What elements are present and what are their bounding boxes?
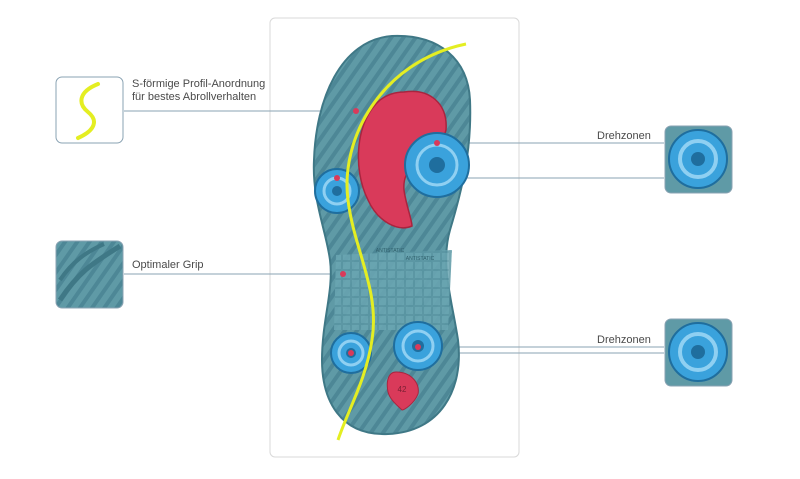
s-curve-line (336, 42, 467, 441)
shoe-sole: 42 ANTISTATIC ANTISTATIC (312, 34, 472, 441)
sole-arch-grid (334, 250, 452, 330)
callout-grip-thumbnail (55, 240, 124, 309)
callout-s-curve-icon (55, 76, 124, 144)
label-grip: Optimaler Grip (132, 259, 204, 271)
sole-print-1: ANTISTATIC (376, 248, 405, 254)
size-marking: 42 (398, 385, 407, 394)
sole-print-2: ANTISTATIC (406, 256, 435, 262)
label-rotation-zone-lower: Drehzonen (597, 334, 651, 346)
marker-s-profile (353, 108, 359, 114)
callout-rotation-zone-upper-thumbnail (664, 125, 733, 194)
red-cushion-pad (357, 90, 447, 229)
marker-rotation-4 (348, 350, 354, 356)
label-s-profile-line2: für bestes Abrollverhalten (132, 91, 257, 103)
marker-grip (340, 271, 346, 277)
pivot-disc-heel (404, 132, 470, 198)
label-s-profile: S-förmige Profil-Anordnung für bestes Ab… (132, 78, 265, 104)
label-rotation-zone-upper: Drehzonen (597, 130, 651, 142)
red-toe-pad (386, 371, 419, 411)
callout-rotation-zone-lower-thumbnail (664, 318, 733, 387)
marker-rotation-2 (334, 175, 340, 181)
label-s-profile-line1: S-förmige Profil-Anordnung (132, 78, 266, 90)
marker-rotation-1 (434, 140, 440, 146)
marker-rotation-3 (415, 344, 421, 350)
